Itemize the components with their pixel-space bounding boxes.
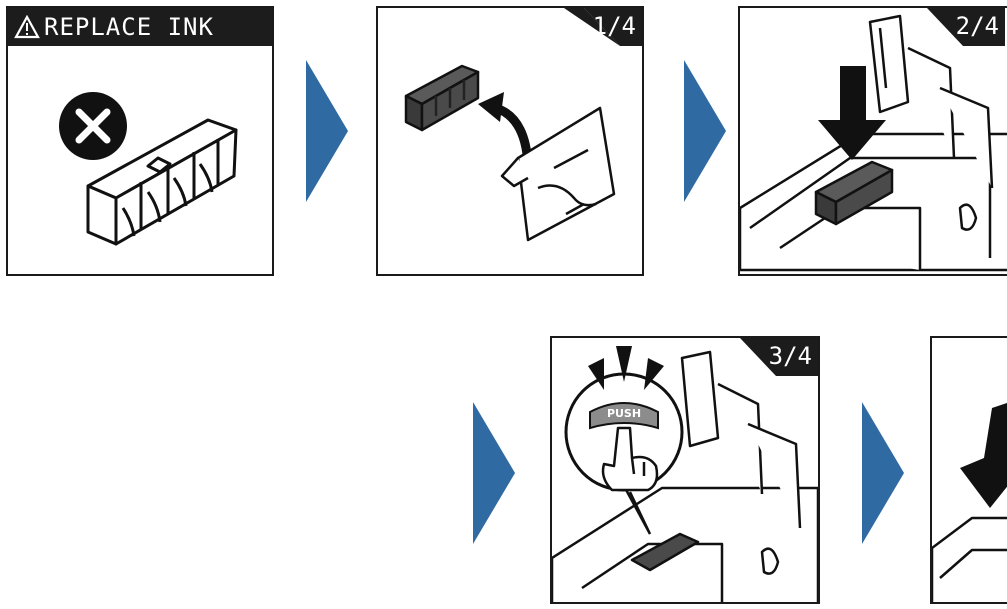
- arrow-right-icon: [684, 60, 726, 202]
- arrow-right-icon: [473, 402, 515, 544]
- step-tab: [740, 338, 818, 376]
- dark-cartridge: [404, 64, 480, 132]
- pointing-hand-icon: [601, 426, 659, 492]
- printer-mechanism: [932, 516, 1007, 602]
- insert-cartridge-illustration: [740, 14, 1007, 272]
- panel-title-bar: REPLACE INK: [8, 8, 272, 46]
- step-1-panel: 1/4: [376, 6, 644, 276]
- warning-icon: [14, 15, 40, 39]
- panel-title: REPLACE INK: [44, 13, 214, 41]
- push-cartridge-illustration: [552, 346, 818, 602]
- ink-cartridge-illustration: [59, 92, 238, 246]
- step-2-panel: 2/4: [738, 6, 1007, 276]
- unpack-cartridge-illustration: [404, 64, 616, 242]
- dark-cartridge: [630, 532, 700, 572]
- final-step-illustration: [932, 403, 1007, 602]
- step-label: 2/4: [955, 12, 999, 40]
- push-button: [589, 402, 659, 430]
- click-burst-icon: [588, 346, 664, 390]
- arrow-right-icon: [306, 60, 348, 202]
- step-tab: [564, 8, 642, 46]
- error-x-icon: [59, 92, 127, 160]
- step-label: 3/4: [768, 342, 812, 370]
- printer-mechanism: [740, 14, 1007, 272]
- push-label: PUSH: [606, 407, 642, 420]
- replace-ink-panel: REPLACE INK: [6, 6, 274, 276]
- ink-pouch: [500, 106, 616, 242]
- ink-cartridge: [86, 118, 238, 246]
- curved-arrow-icon: [478, 92, 533, 167]
- down-arrow-icon: [818, 66, 886, 160]
- step-3-panel: 3/4 PUSH: [550, 336, 820, 604]
- dark-cartridge: [814, 160, 894, 226]
- step-tab: [927, 8, 1005, 46]
- arrow-right-icon: [862, 402, 904, 544]
- down-arrow-icon: [960, 403, 1007, 508]
- step-4-panel: [930, 336, 1007, 604]
- step-label: 1/4: [592, 12, 636, 40]
